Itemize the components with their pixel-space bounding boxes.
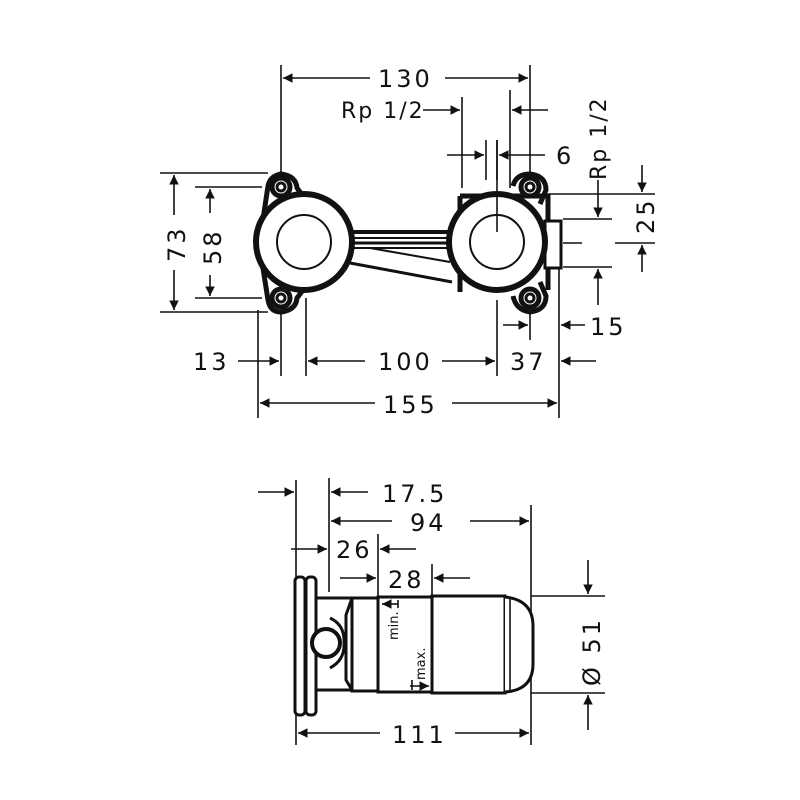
dim-28-label: 28 [388, 566, 425, 594]
dim-thread-top: Rp 1/2 [341, 99, 548, 124]
dim-100: 100 [308, 348, 495, 376]
dim-58: 58 [199, 189, 227, 296]
thread-top-label: Rp 1/2 [341, 99, 425, 124]
max-label: max. [414, 648, 429, 680]
dim-73-label: 73 [163, 225, 191, 262]
dim-111: 111 [298, 721, 529, 749]
dim-13-label: 13 [193, 348, 230, 376]
dim-25: 25 [632, 165, 660, 272]
dim-94-label: 94 [410, 509, 447, 537]
dim-155: 155 [260, 391, 557, 419]
dim-25-label: 25 [632, 197, 660, 234]
dim-100-label: 100 [378, 348, 433, 376]
dim-130-label: 130 [378, 65, 433, 93]
dim-15: 15 [503, 313, 627, 341]
dim-26: 26 [291, 536, 416, 564]
min-label: min. [387, 611, 402, 640]
dim-37-label: 37 [510, 348, 547, 376]
dim-130: 130 [283, 65, 528, 93]
dim-diameter-51: Ø 51 [578, 560, 606, 730]
dim-111-label: 111 [392, 721, 447, 749]
thread-side-label: Rp 1/2 [587, 96, 612, 180]
dim-37: 37 [510, 348, 596, 376]
dim-155-label: 155 [383, 391, 438, 419]
dim-51-label: Ø 51 [578, 617, 606, 686]
dim-17-5: 17.5 [258, 480, 447, 508]
mounting-unit-side: min. max. [293, 575, 535, 717]
dim-13: 13 [193, 348, 279, 376]
mounting-unit-top [253, 140, 563, 315]
dim-73: 73 [163, 175, 191, 310]
dim-58-label: 58 [199, 228, 227, 265]
dim-26-label: 26 [336, 536, 373, 564]
dim-15-label: 15 [590, 313, 627, 341]
dim-6: 6 [447, 142, 574, 170]
dim-6-label: 6 [556, 142, 574, 170]
side-view: 17.5 94 26 28 [258, 478, 606, 749]
dim-28: 28 [340, 566, 470, 594]
top-view: 130 Rp 1/2 6 Rp 1/2 73 58 [160, 65, 660, 419]
dim-94: 94 [331, 509, 529, 537]
dim-17-5-label: 17.5 [382, 480, 447, 508]
